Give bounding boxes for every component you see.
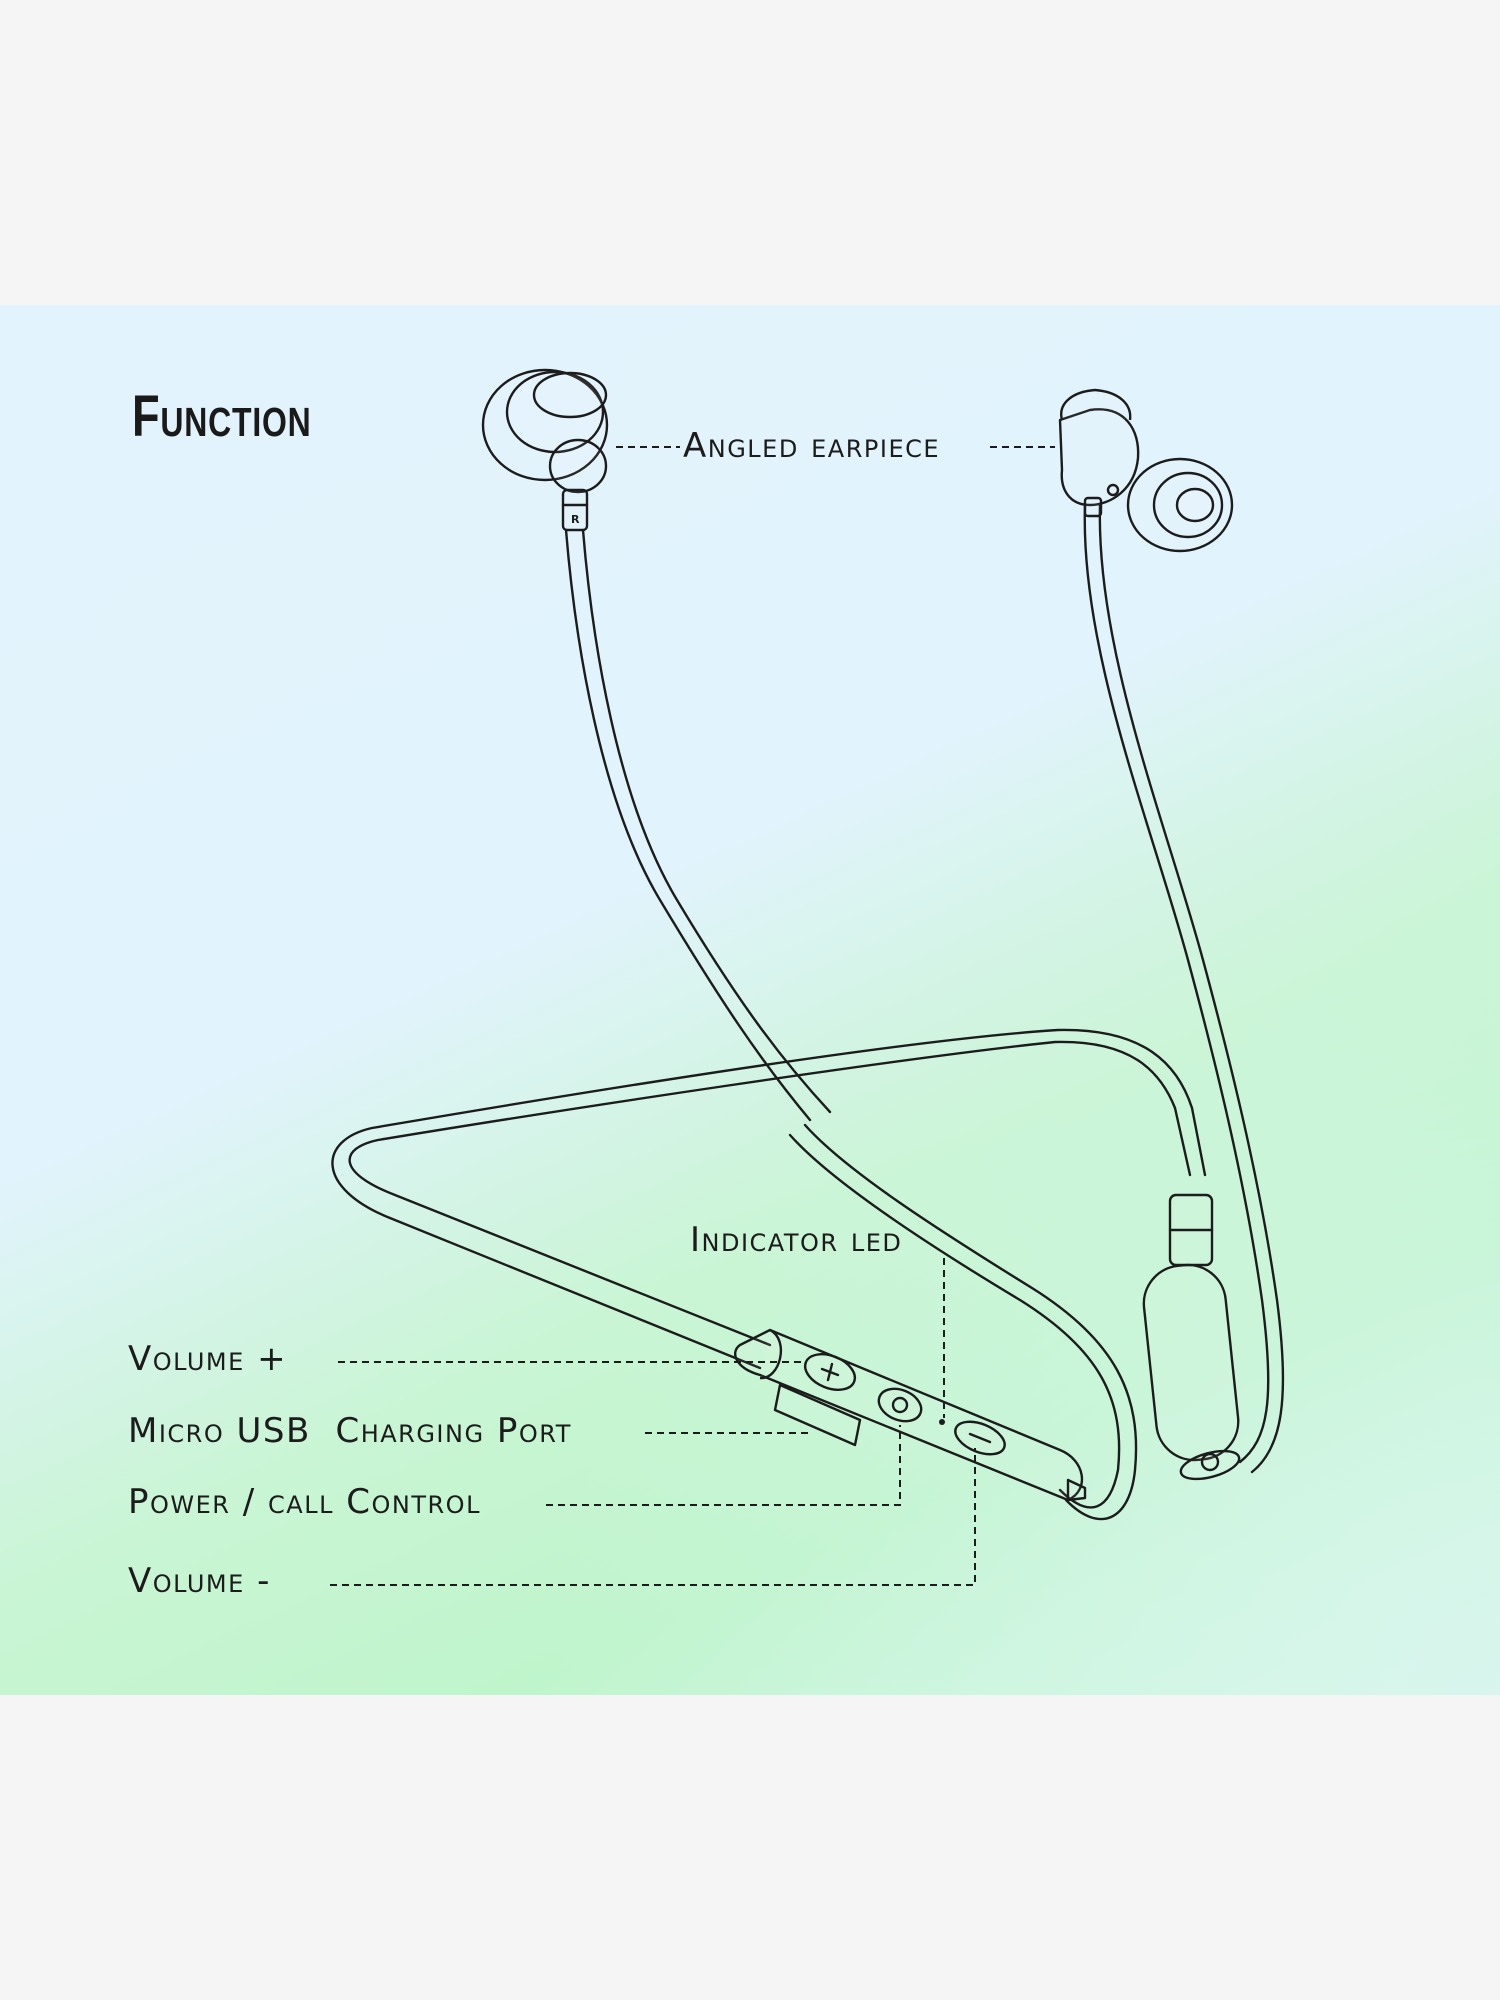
label-volume-plus: Volume + [128,1339,288,1379]
neckband [331,1028,1207,1521]
label-power-call: Power / call Control [128,1482,481,1522]
cable-left [1083,503,1285,1474]
earpiece-marking: R [571,513,580,526]
leader-lines [330,446,1055,1586]
label-volume-minus: Volume - [128,1561,271,1601]
power-button-icon [877,1387,923,1423]
control-unit [734,1328,1087,1502]
volume-down-button-icon [954,1420,1006,1456]
label-angled-earpiece: Angled earpiece [683,426,941,466]
diagram-title: Function [132,384,312,449]
label-indicator-led: Indicator led [690,1220,903,1260]
volume-up-button-icon [803,1353,857,1391]
gradient-panel [0,305,1500,1695]
earphone-right-icon: R [481,368,609,532]
cable-right [564,528,832,1122]
indicator-led [939,1419,945,1425]
label-micro-usb: Micro USB Charging Port [128,1411,572,1451]
earphone-left-icon [1058,388,1234,553]
battery-module-left [1142,1193,1241,1481]
